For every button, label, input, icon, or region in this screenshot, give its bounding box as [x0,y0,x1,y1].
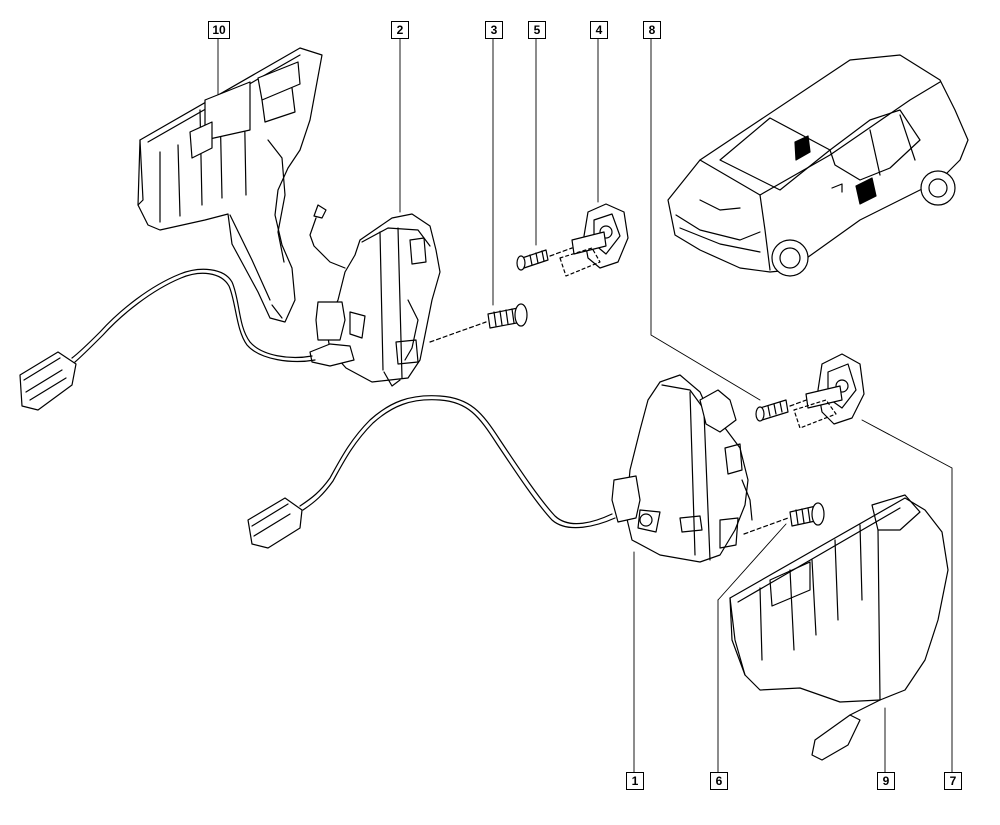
screw-8 [755,397,813,422]
trim-cover-10 [137,47,323,323]
part-label-4: 4 [590,21,608,39]
striker-4 [559,203,629,277]
bolt-3 [429,303,528,343]
leader-lines [217,37,953,773]
bolt-6 [743,502,825,535]
part-label-9: 9 [877,772,895,790]
part-label-7: 7 [944,772,962,790]
part-label-2: 2 [391,21,409,39]
door-lock-1 [611,374,753,563]
screw-5 [516,247,573,271]
part-label-6: 6 [710,772,728,790]
part-label-10: 10 [208,21,230,39]
part-label-3: 3 [485,21,503,39]
leader-7 [861,419,953,773]
part-label-5: 5 [528,21,546,39]
part-label-1: 1 [626,772,644,790]
trim-cover-9 [729,494,949,761]
striker-7 [793,353,865,429]
right-cable [247,395,616,549]
part-label-8: 8 [643,21,661,39]
leader-8 [650,37,761,401]
car-illustration [667,54,969,277]
left-cable [19,268,316,411]
door-lock-2 [309,204,441,387]
